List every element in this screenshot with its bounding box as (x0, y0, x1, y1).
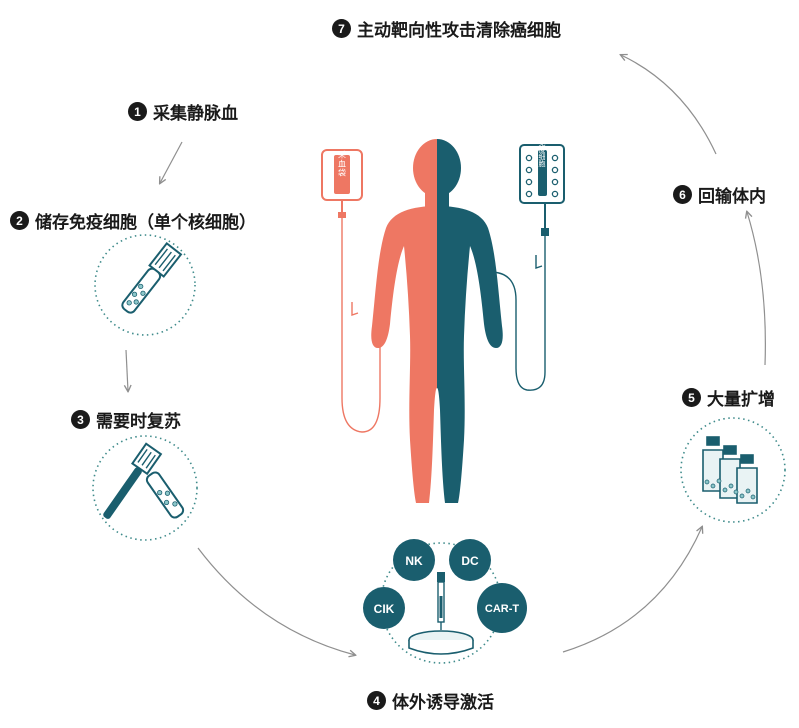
step-5-label: 5 大量扩增 (682, 385, 775, 410)
arrow-step2-to-step3 (126, 349, 128, 391)
cycle-arrows (126, 55, 766, 655)
petri-dish-pipette-icon (408, 572, 474, 655)
step-4-text: 体外诱导激活 (392, 693, 494, 713)
cell-cik (363, 587, 405, 629)
arrow-step5-to-step6 (747, 212, 766, 366)
cell-label-cik: CIK (374, 602, 395, 616)
step-7-text: 主动靶向性攻击清除癌细胞 (357, 21, 561, 41)
step-2-label: 2 储存免疫细胞（单个核细胞） (10, 208, 256, 233)
step-6-label: 6 回输体内 (673, 182, 766, 207)
step-3-text: 需要时复苏 (96, 412, 181, 432)
activation-cluster: NK DC CIK CAR-T (363, 539, 527, 664)
step-badge-4: 4 (367, 691, 386, 710)
step-2-text: 储存免疫细胞（单个核细胞） (35, 213, 256, 233)
cell-nk (393, 539, 435, 581)
step-badge-3: 3 (71, 410, 90, 429)
collection-bag-label: 采血袋 (338, 150, 347, 178)
cryo-tube-icon (94, 234, 196, 336)
step-badge-5: 5 (682, 388, 701, 407)
arrow-step3-to-step4 (197, 547, 355, 655)
cell-label-dc: DC (461, 554, 479, 568)
cell-label-car-t: CAR-T (485, 603, 519, 615)
step-badge-6: 6 (673, 185, 692, 204)
immune-cell-bag-icon (489, 144, 565, 391)
step-1-text: 采集静脉血 (153, 104, 238, 124)
immune-bag-label: 免疫细胞 (538, 138, 546, 168)
cell-dc (449, 539, 491, 581)
step-4-label: 4 体外诱导激活 (367, 688, 494, 713)
step-5-text: 大量扩增 (707, 390, 775, 410)
step-3-label: 3 需要时复苏 (71, 407, 181, 432)
blood-bag-icon (321, 149, 381, 433)
arrow-step4-to-step5 (562, 527, 702, 653)
step-7-label: 7 主动靶向性攻击清除癌细胞 (332, 16, 561, 41)
step-badge-7: 7 (332, 19, 351, 38)
step-badge-1: 1 (128, 102, 147, 121)
step-badge-2: 2 (10, 211, 29, 230)
cell-label-nk: NK (405, 554, 423, 568)
human-body-icon (371, 139, 503, 503)
culture-flasks-icon (680, 417, 786, 523)
arrow-step1-to-step2 (160, 141, 183, 183)
arrow-step6-to-step7 (621, 55, 717, 155)
step-6-text: 回输体内 (698, 187, 766, 207)
cryo-tube-thaw-icon (92, 435, 198, 541)
cell-car-t (477, 583, 527, 633)
step-1-label: 1 采集静脉血 (128, 99, 238, 124)
